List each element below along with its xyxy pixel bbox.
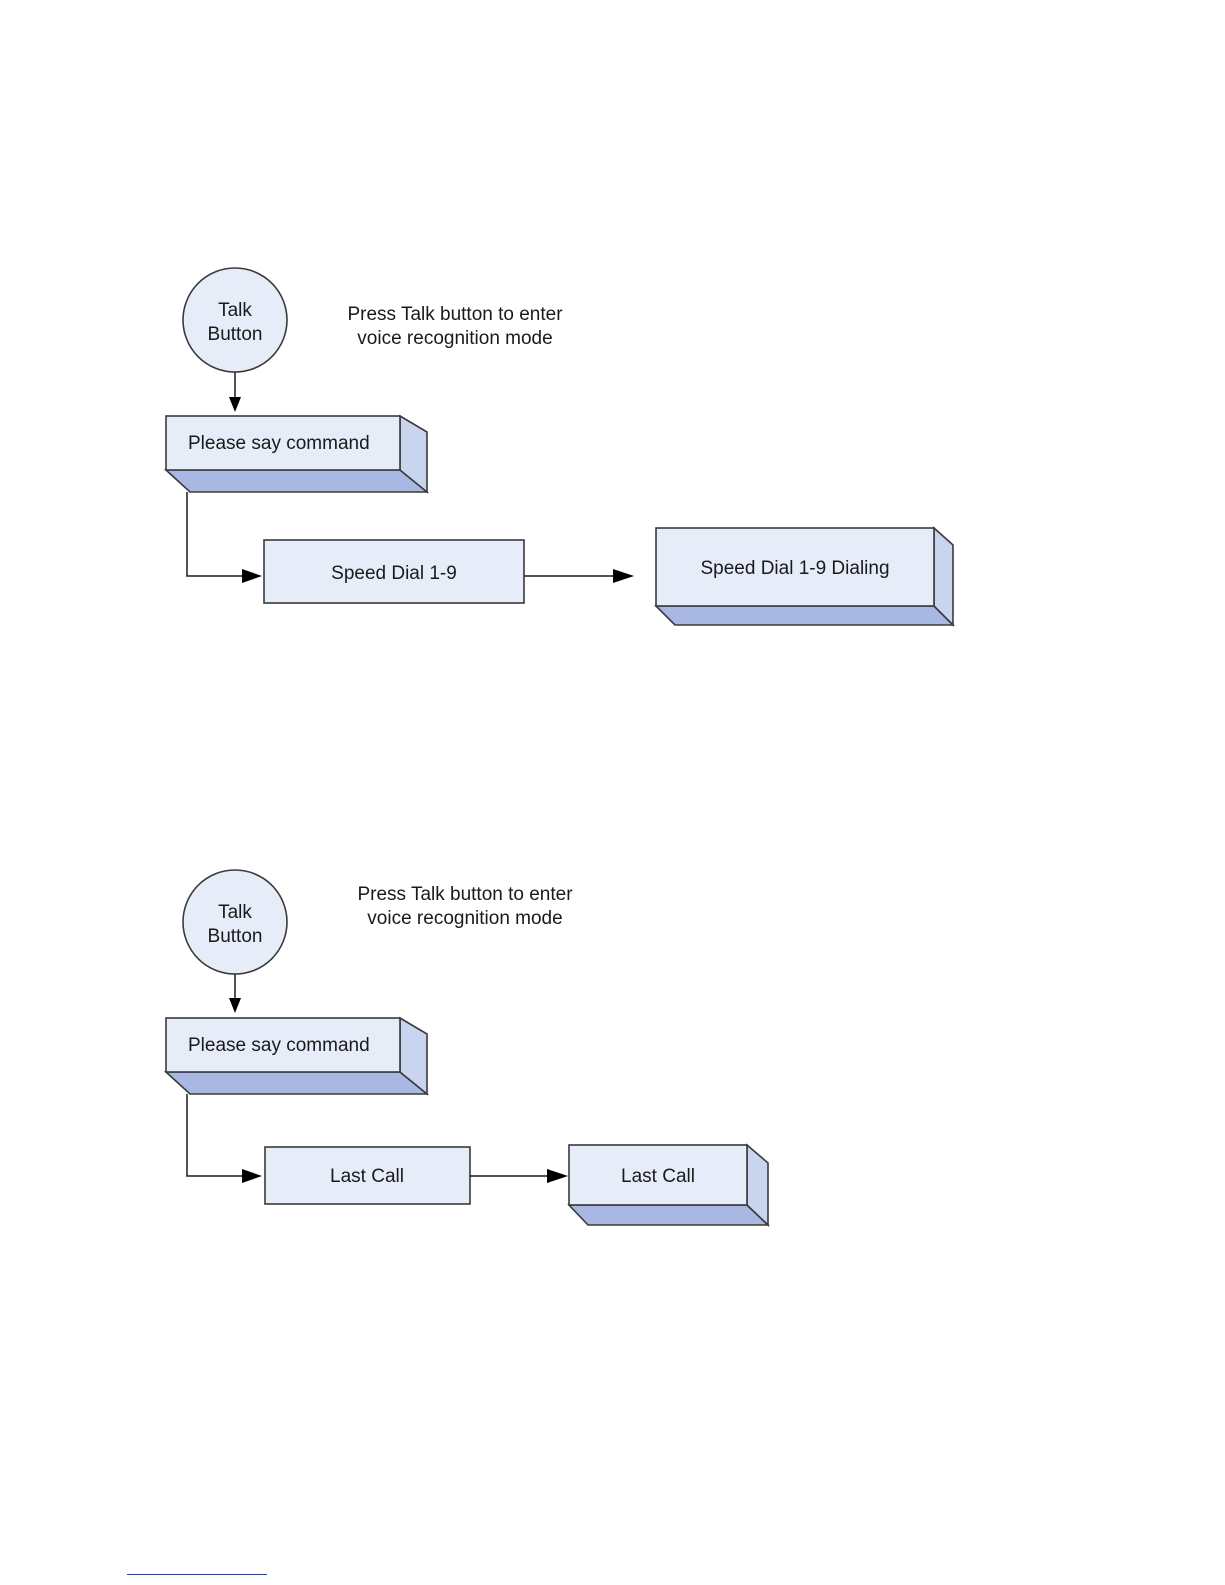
result-box: Speed Dial 1-9 Dialing [656,528,953,625]
talk-button-label-line2: Button [208,926,263,947]
result-box: Last Call [569,1145,768,1225]
command-box: Last Call [265,1147,470,1204]
result-box-label: Last Call [621,1166,695,1187]
talk-button-node: Talk Button [183,268,287,372]
connector-command-to-result [470,1169,568,1183]
prompt-box-label: Please say command [188,433,370,454]
talk-button-label-line1: Talk [218,902,252,923]
instruction-note: Press Talk button to enter voice recogni… [347,304,563,349]
talk-button-node: Talk Button [183,870,287,974]
instruction-note: Press Talk button to enter voice recogni… [357,884,573,929]
prompt-box: Please say command [166,416,427,492]
flowchart-last-call: Talk Button Press Talk button to enter v… [166,870,768,1225]
result-box-label: Speed Dial 1-9 Dialing [700,558,889,579]
prompt-box-label: Please say command [188,1035,370,1056]
talk-button-label-line2: Button [208,324,263,345]
instruction-note-line2: voice recognition mode [357,328,552,349]
connector-prompt-to-command [187,492,262,583]
prompt-box: Please say command [166,1018,427,1094]
instruction-note-line1: Press Talk button to enter [347,304,563,325]
talk-button-label-line1: Talk [218,300,252,321]
connector-start-to-prompt [229,974,241,1013]
connector-prompt-to-command [187,1094,262,1183]
command-box: Speed Dial 1-9 [264,540,524,603]
connector-command-to-result [524,569,634,583]
instruction-note-line1: Press Talk button to enter [357,884,573,905]
instruction-note-line2: voice recognition mode [367,908,562,929]
footnote-separator-line [127,1574,267,1575]
flowchart-speed-dial: Talk Button Press Talk button to enter v… [166,268,953,625]
command-box-label: Last Call [330,1166,404,1187]
connector-start-to-prompt [229,372,241,412]
command-box-label: Speed Dial 1-9 [331,563,457,584]
